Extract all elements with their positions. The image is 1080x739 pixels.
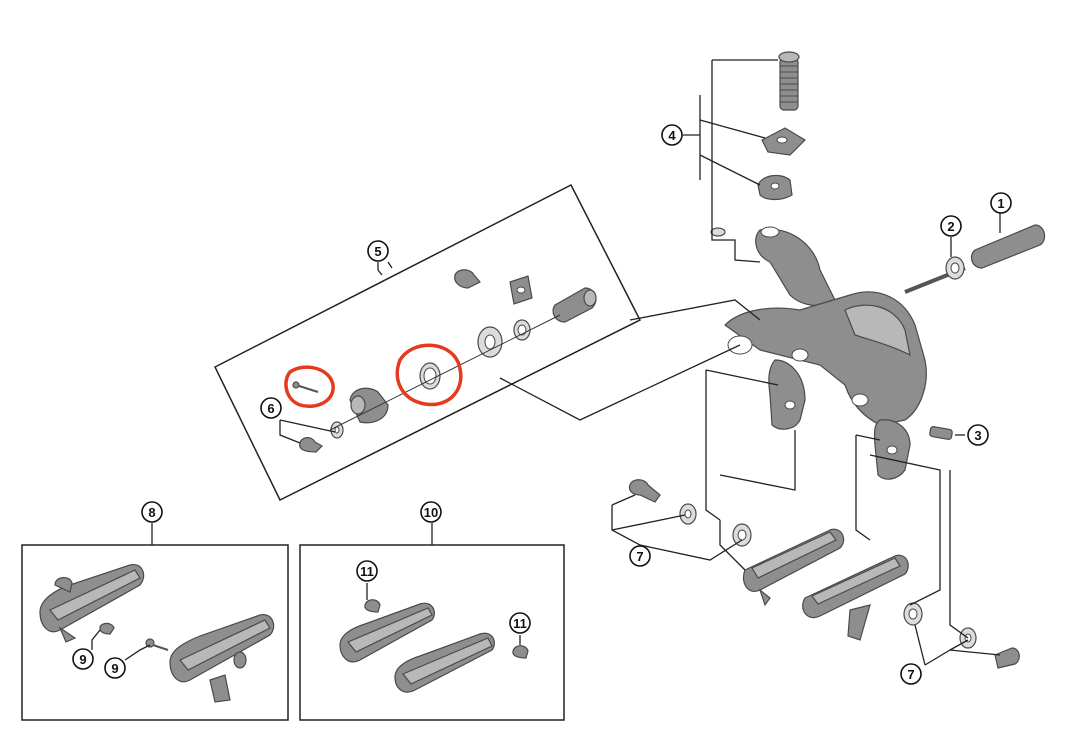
group-8-parts [39,563,275,703]
callout-c11a: 11 [356,560,378,582]
brake-shoe-left [742,528,845,607]
callout-number: 3 [974,428,981,443]
callout-circle [661,124,683,146]
callout-number: 1 [997,196,1004,211]
group-10-parts [339,599,529,693]
callout-c7a: 7 [629,545,651,567]
callout-c11b: 11 [509,612,531,634]
callout-c9b: 9 [104,657,126,679]
callout-circle [420,501,442,523]
leader-lines [91,59,1001,666]
adjusting-screw [929,426,953,440]
callout-c7b: 7 [900,663,922,685]
callout-circle [967,424,989,446]
callout-number: 7 [636,549,643,564]
pivot-bolt [904,224,1046,294]
group-box-5 [214,183,642,502]
callout-circle [629,545,651,567]
shoe-fixing-bolt-right [903,602,1020,669]
callout-circle [356,560,378,582]
callout-c5: 5 [367,240,389,262]
highlight-circle-screw [284,365,335,408]
callout-c4: 4 [661,124,683,146]
group-5-parts [292,269,597,453]
callout-circle [141,501,163,523]
callout-circle [367,240,389,262]
callout-number: 4 [668,128,676,143]
highlight-circle-ring [395,343,463,407]
callout-c3: 3 [967,424,989,446]
callout-number: 11 [360,564,374,579]
callout-circle [509,612,531,634]
callout-c6: 6 [260,397,282,419]
mounting-bolt-parts [710,51,806,237]
group-box-8 [21,544,289,721]
callout-circle [900,663,922,685]
callout-c10: 10 [420,501,442,523]
callout-number: 8 [148,505,155,520]
callout-number: 7 [907,667,914,682]
callout-number: 2 [947,219,954,234]
callout-number: 9 [111,661,118,676]
callout-numbers: 1 2 3 4 5 6 7 7 8 9 9 10 11 11 [72,124,1012,685]
callout-number: 9 [79,652,86,667]
callout-number: 11 [513,616,527,631]
callout-circle [940,215,962,237]
callout-number: 6 [267,401,274,416]
callout-c2: 2 [940,215,962,237]
caliper-arm-assembly [724,226,927,480]
callout-number: 5 [374,244,381,259]
shoe-fixing-bolt-left [628,479,752,547]
brake-shoe-right [802,554,909,641]
callout-circle [260,397,282,419]
callout-number: 10 [424,505,438,520]
callout-circle [104,657,126,679]
callout-circle [72,648,94,670]
callout-c8: 8 [141,501,163,523]
callout-c9a: 9 [72,648,94,670]
callout-circle [990,192,1012,214]
callout-c1: 1 [990,192,1012,214]
